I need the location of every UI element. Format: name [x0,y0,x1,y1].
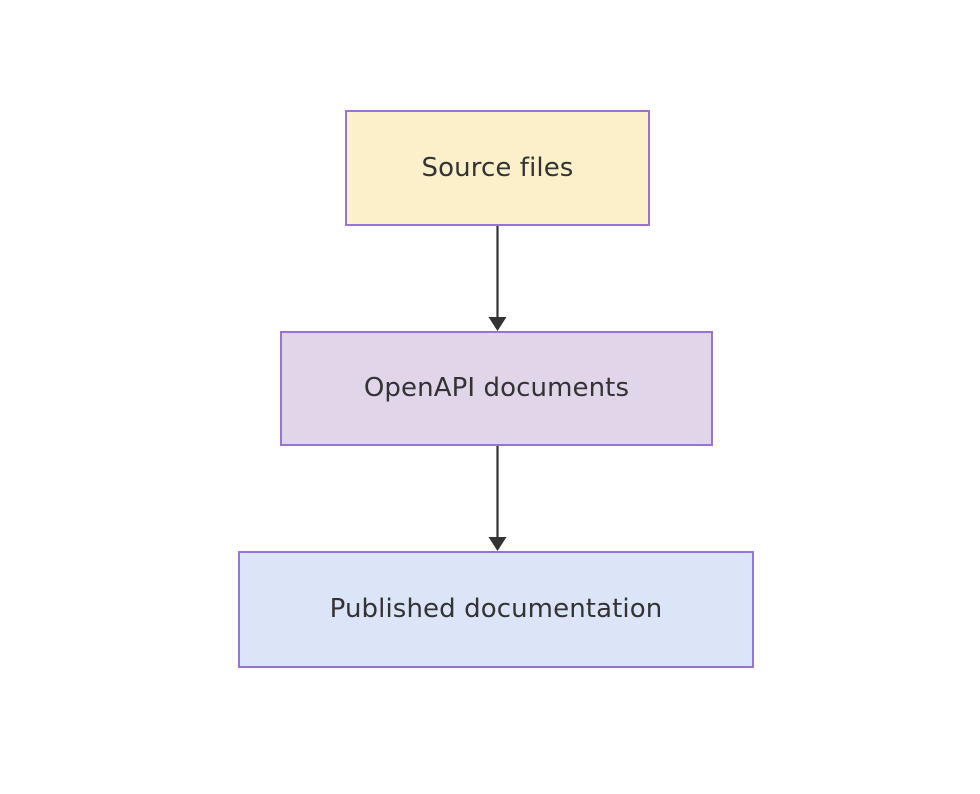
node-label: OpenAPI documents [363,373,630,404]
arrowhead-icon [488,537,507,551]
flowchart-node-openapi-documents[interactable]: OpenAPI documents [280,331,713,446]
flowchart-node-published-documentation[interactable]: Published documentation [238,551,754,668]
arrowhead-icon [488,317,507,331]
edge-openapi-to-published [488,446,507,551]
edge-source-to-openapi [488,226,507,331]
node-label: Published documentation [329,594,663,625]
node-label: Source files [421,152,574,183]
flowchart-node-source-files[interactable]: Source files [345,110,650,226]
